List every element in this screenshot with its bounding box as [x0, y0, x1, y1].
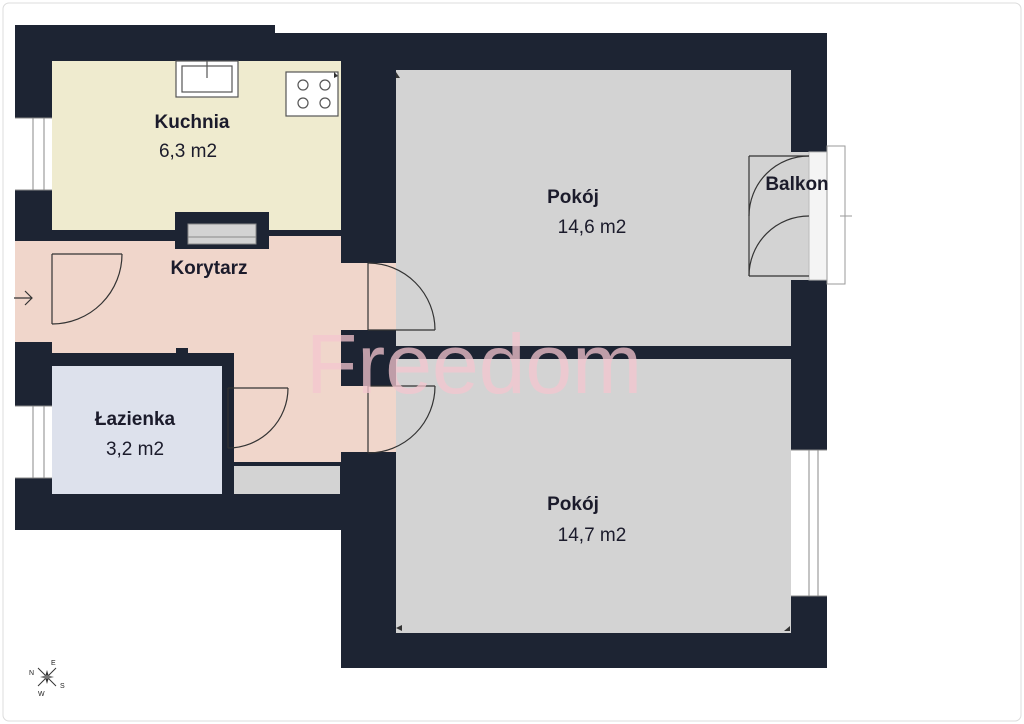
compass-e: E — [51, 660, 56, 667]
corner-marker — [396, 72, 400, 78]
compass-n: N — [29, 670, 34, 677]
room2-floor — [396, 359, 791, 633]
entrance-arrow-icon — [14, 290, 33, 306]
room1-floor — [396, 70, 791, 346]
vent-icon — [187, 223, 257, 245]
bath-floor — [52, 366, 222, 494]
wall-bottom — [15, 494, 358, 530]
wall-hall-room2 — [341, 452, 396, 668]
door-room1 — [367, 262, 436, 331]
wall-vestibule-top — [228, 462, 341, 466]
stove-icon — [285, 71, 339, 117]
wall-hall-bath-left — [15, 342, 52, 366]
sink-icon — [175, 60, 239, 98]
room1-name: Pokój — [547, 187, 599, 208]
wall-hall-bath — [52, 353, 228, 366]
door-room2 — [367, 385, 436, 454]
kitchen-area: 6,3 m2 — [159, 141, 217, 162]
wall-kitchen-hall-left — [15, 230, 175, 241]
compass-s: S — [60, 683, 65, 690]
bath-area: 3,2 m2 — [106, 439, 164, 460]
door-bath — [227, 387, 289, 449]
bath-name: Łazienka — [95, 409, 176, 430]
room1-area: 14,6 m2 — [558, 217, 627, 238]
hall-name: Korytarz — [170, 258, 247, 279]
balcony — [748, 145, 852, 285]
wall-stub — [176, 348, 188, 354]
wall-chimney-left — [175, 212, 188, 249]
wall-room1-room2 — [396, 346, 791, 359]
room2-area: 14,7 m2 — [558, 525, 627, 546]
corner-marker — [334, 72, 338, 78]
entrance-opening — [15, 252, 52, 342]
compass-w: W — [38, 691, 45, 698]
wall-kitchen-room1 — [341, 61, 396, 263]
window-room2 — [791, 449, 827, 597]
corner-marker — [784, 626, 790, 631]
room2-name: Pokój — [547, 494, 599, 515]
corner-marker — [396, 625, 402, 631]
balcony-name: Balkon — [765, 174, 828, 195]
window-bath — [15, 405, 52, 479]
compass-icon: N E S W — [29, 660, 65, 698]
inner-walls — [15, 61, 791, 668]
hall-floor — [15, 236, 440, 462]
watermark: Freedom — [306, 317, 642, 411]
doors — [51, 253, 436, 454]
windows — [15, 117, 827, 597]
entrance-door — [51, 253, 123, 325]
wall-between-doors — [341, 330, 396, 386]
bath-vestibule-floor — [234, 466, 340, 494]
wall-chimney-top — [175, 212, 269, 224]
wall-chimney-right — [256, 212, 269, 249]
kitchen-name: Kuchnia — [155, 112, 230, 133]
window-kitchen — [15, 117, 52, 191]
